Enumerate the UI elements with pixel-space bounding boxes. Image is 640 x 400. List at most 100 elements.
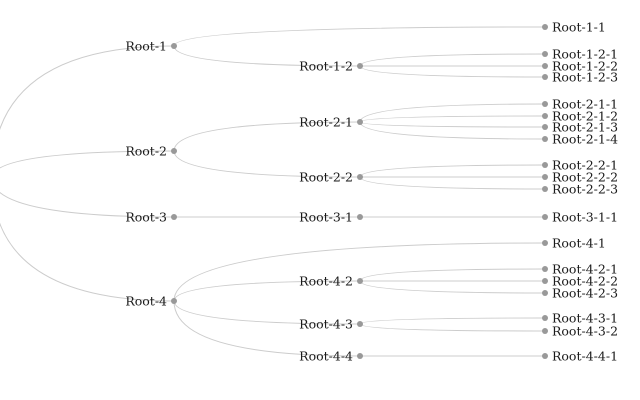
tree-node-root-3-1: Root-3-1 [299,209,363,224]
tree-link [359,323,546,332]
tree-node-root-3: Root-3 [125,209,177,224]
tree-link [359,121,546,140]
node-dot-root-4-4-1[interactable] [542,353,548,359]
node-dot-root-1-2-3[interactable] [542,74,548,80]
node-dot-root-1-1[interactable] [542,24,548,30]
tree-link [173,280,361,302]
tree-node-root-1-2: Root-1-2 [299,58,363,73]
node-dot-root-4-1[interactable] [542,240,548,246]
tree-node-root-4-2: Root-4-2 [299,273,363,288]
tree-node-root-2-1-2: Root-2-1-2 [542,108,618,123]
node-dot-root-2-2-1[interactable] [542,162,548,168]
node-label-root-2-1-1: Root-2-1-1 [552,96,618,111]
node-dot-root-1-2-2[interactable] [542,63,548,69]
node-label-root-4-2-2: Root-4-2-2 [552,273,618,288]
node-label-root-1-2-1: Root-1-2-1 [552,46,618,61]
links-layer [0,26,546,357]
node-dot-root-4-4[interactable] [357,353,363,359]
node-label-root-1-2-2: Root-1-2-2 [552,58,618,73]
tree-node-root-4-2-3: Root-4-2-3 [542,285,618,300]
node-label-root-2-2: Root-2-2 [299,169,353,184]
node-label-root-4-3: Root-4-3 [299,316,353,331]
node-dot-root-2-1-4[interactable] [542,136,548,142]
node-label-root-2-1-3: Root-2-1-3 [552,119,618,134]
tree-node-root-2-2-2: Root-2-2-2 [542,169,618,184]
node-dot-root-4-2-1[interactable] [542,266,548,272]
tree-node-root-1-2-3: Root-1-2-3 [542,69,618,84]
tree-node-root-2-1-1: Root-2-1-1 [542,96,618,111]
node-dot-root-2-2-2[interactable] [542,174,548,180]
tree-link [0,45,175,131]
tree-node-root-4-3: Root-4-3 [299,316,363,331]
node-dot-root-3-1-1[interactable] [542,214,548,220]
node-dot-root-1-2-1[interactable] [542,51,548,57]
node-dot-root-4-2-2[interactable] [542,278,548,284]
tree-node-root-3-1-1: Root-3-1-1 [542,209,618,224]
node-label-root-3-1-1: Root-3-1-1 [552,209,618,224]
nodes-layer: Root-1Root-1-1Root-1-2Root-1-2-1Root-1-2… [125,19,618,363]
node-label-root-4-1: Root-4-1 [552,235,606,250]
tree-node-root-4-4: Root-4-4 [299,348,363,363]
node-label-root-4-3-1: Root-4-3-1 [552,310,618,325]
tree-link [0,150,175,169]
node-dot-root-2-2-3[interactable] [542,186,548,192]
tree-link [359,268,546,282]
tree-node-root-2-2: Root-2-2 [299,169,363,184]
node-label-root-1-1: Root-1-1 [552,19,606,34]
tree-node-root-4-2-2: Root-4-2-2 [542,273,618,288]
tree-node-root-4-3-2: Root-4-3-2 [542,323,618,338]
tree-link [359,317,546,325]
tree-node-root-2-2-1: Root-2-2-1 [542,157,618,172]
tree-link [0,222,175,302]
node-label-root-2: Root-2 [125,143,167,158]
node-dot-root-4-2[interactable] [357,278,363,284]
tree-link [359,103,546,123]
tree-link [173,150,361,178]
node-dot-root-1-2[interactable] [357,63,363,69]
node-label-root-1: Root-1 [125,38,167,53]
tree-link [173,121,361,152]
tree-link [0,191,175,218]
node-label-root-4: Root-4 [125,293,167,308]
tree-link [173,242,546,302]
node-dot-root-2-1-3[interactable] [542,124,548,130]
node-label-root-3: Root-3 [125,209,167,224]
node-dot-root-4-2-3[interactable] [542,290,548,296]
node-dot-root-2[interactable] [171,148,177,154]
node-dot-root-4-3-2[interactable] [542,328,548,334]
node-dot-root-2-2[interactable] [357,174,363,180]
tree-node-root-4-1: Root-4-1 [542,235,606,250]
node-dot-root-1[interactable] [171,43,177,49]
node-dot-root-2-1[interactable] [357,119,363,125]
tree-link [173,300,361,325]
tree-node-root-1: Root-1 [125,38,177,53]
tree-node-root-4-4-1: Root-4-4-1 [542,348,618,363]
node-label-root-1-2-3: Root-1-2-3 [552,69,618,84]
tree-node-root-4-2-1: Root-4-2-1 [542,261,618,276]
tree-link [359,121,546,128]
node-label-root-2-1-4: Root-2-1-4 [552,131,618,146]
tree-node-root-2-1-3: Root-2-1-3 [542,119,618,134]
node-dot-root-4-3[interactable] [357,321,363,327]
node-label-root-2-1-2: Root-2-1-2 [552,108,618,123]
node-dot-root-2-1-1[interactable] [542,101,548,107]
tree-node-root-2: Root-2 [125,143,177,158]
node-label-root-4-3-2: Root-4-3-2 [552,323,618,338]
node-dot-root-2-1-2[interactable] [542,113,548,119]
tree-link [173,26,546,47]
tree-node-root-2-2-3: Root-2-2-3 [542,181,618,196]
node-label-root-4-4: Root-4-4 [299,348,353,363]
node-label-root-2-2-2: Root-2-2-2 [552,169,618,184]
node-label-root-4-2: Root-4-2 [299,273,353,288]
node-dot-root-3-1[interactable] [357,214,363,220]
node-dot-root-4[interactable] [171,298,177,304]
tree-node-root-1-2-1: Root-1-2-1 [542,46,618,61]
tree-link [359,65,546,78]
tree-node-root-1-1: Root-1-1 [542,19,606,34]
node-dot-root-4-3-1[interactable] [542,315,548,321]
node-dot-root-3[interactable] [171,214,177,220]
node-label-root-4-4-1: Root-4-4-1 [552,348,618,363]
node-label-root-2-1: Root-2-1 [299,114,353,129]
